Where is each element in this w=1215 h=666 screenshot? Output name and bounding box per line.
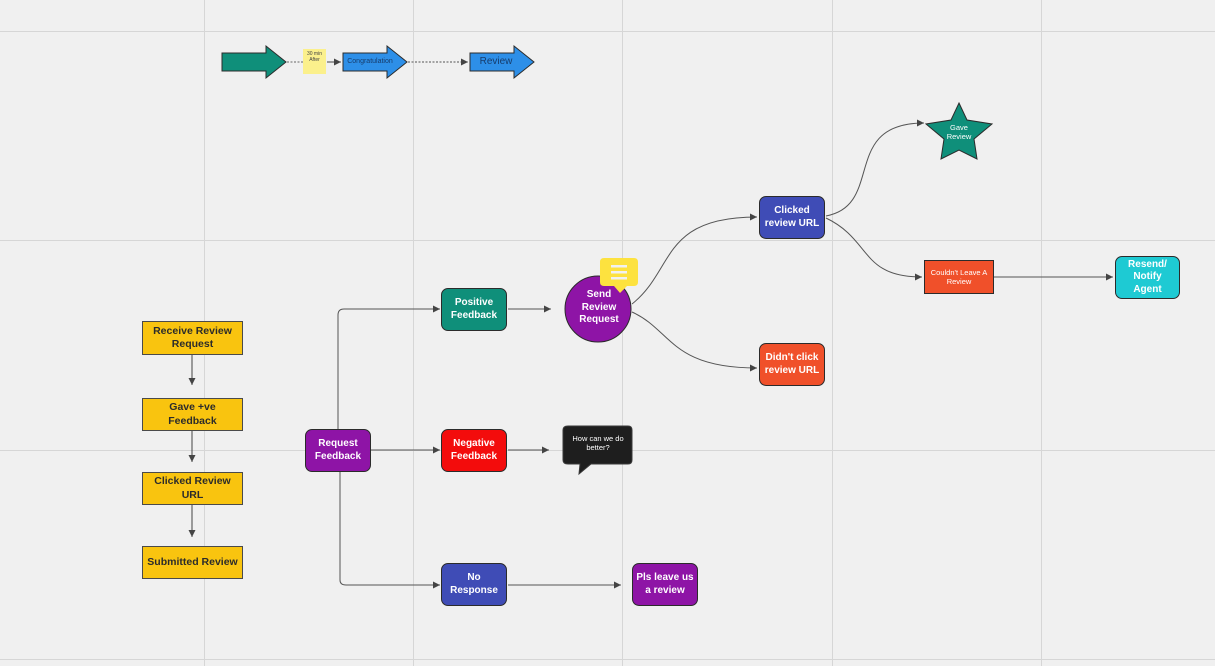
gave-positive-feedback-step[interactable]: Gave +ve Feedback xyxy=(142,398,243,431)
send-review-request-circle[interactable] xyxy=(564,275,632,343)
grid-line xyxy=(0,31,1215,32)
submitted-review-step[interactable]: Submitted Review xyxy=(142,546,243,579)
connector xyxy=(631,311,758,372)
connector-positive xyxy=(337,305,440,429)
no-response-node[interactable]: No Response xyxy=(441,563,507,606)
negative-feedback-node[interactable]: Negative Feedback xyxy=(441,429,507,472)
pls-leave-us-a-review-node[interactable]: Pls leave us a review xyxy=(632,563,698,606)
gave-review-star[interactable] xyxy=(924,101,994,160)
request-feedback-node[interactable]: Request Feedback xyxy=(305,429,371,472)
grid-line xyxy=(0,659,1215,660)
grid-line xyxy=(413,0,414,666)
positive-feedback-node[interactable]: Positive Feedback xyxy=(441,288,507,331)
grid-line xyxy=(0,240,1215,241)
gave-review-label: Gave Review xyxy=(946,123,972,142)
teal-arrow-shape[interactable] xyxy=(221,44,287,80)
didnt-click-review-url-node[interactable]: Didn't click review URL xyxy=(759,343,825,386)
comment-icon[interactable] xyxy=(600,258,638,293)
grid-line xyxy=(1041,0,1042,666)
clicked-review-url-node[interactable]: Clicked review URL xyxy=(759,196,825,239)
review-arrow-shape[interactable] xyxy=(469,44,535,80)
couldnt-leave-a-review-node[interactable]: Couldn't Leave A Review xyxy=(924,260,994,294)
connector xyxy=(825,217,923,281)
speech-bubble-shape[interactable] xyxy=(562,425,633,476)
congratulation-arrow-shape[interactable] xyxy=(342,44,408,80)
receive-review-request-step[interactable]: Receive Review Request xyxy=(142,321,243,355)
clicked-review-url-step[interactable]: Clicked Review URL xyxy=(142,472,243,505)
resend-notify-agent-node[interactable]: Resend/ Notify Agent xyxy=(1115,256,1180,299)
connector xyxy=(631,213,758,305)
connector xyxy=(825,119,925,217)
connector-no-response xyxy=(339,472,440,589)
congratulation-label: Congratulation xyxy=(347,58,393,65)
send-review-request-label: Send Review Request xyxy=(579,289,619,325)
review-arrow-label: Review xyxy=(479,56,513,67)
sticky-note-shape[interactable] xyxy=(303,49,326,74)
sticky-note-label: 30 min After xyxy=(306,51,322,64)
how-can-we-do-better-label: How can we do better? xyxy=(572,434,624,453)
grid-line xyxy=(622,0,623,666)
grid-line xyxy=(832,0,833,666)
